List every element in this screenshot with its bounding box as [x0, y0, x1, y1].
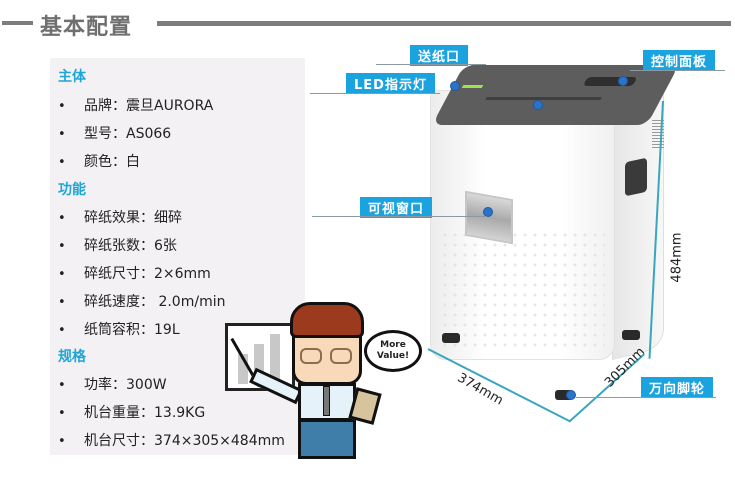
callout-view-window: 可视窗口 [360, 197, 433, 218]
caster-marker-icon [566, 390, 576, 400]
spec-bin-capacity: 纸筒容积：19L [58, 319, 180, 339]
callout-line [376, 64, 486, 65]
spec-shred-effect: 碎纸效果：细碎 [58, 207, 182, 227]
bullet-icon [58, 126, 84, 142]
bullet-icon [58, 322, 84, 338]
callout-line [310, 93, 440, 94]
callout-led: LED指示灯 [346, 73, 435, 94]
view-window-marker-icon [483, 207, 493, 217]
header-rule-left [2, 21, 33, 25]
callout-line [630, 70, 725, 71]
height-dimension-label: 484mm [669, 232, 685, 283]
spec-weight: 机台重量：13.9KG [58, 402, 205, 422]
bullet-icon [58, 210, 84, 226]
callout-line [576, 397, 716, 398]
decorative-dot-pattern [440, 230, 605, 350]
page-title: 基本配置 [40, 15, 133, 40]
callout-casters: 万向脚轮 [641, 377, 714, 398]
callout-control-panel: 控制面板 [643, 50, 716, 71]
callout-paper-feed: 送纸口 [410, 45, 469, 66]
section-title-body: 主体 [58, 69, 86, 85]
bullet-icon [58, 294, 84, 310]
caster-wheel-icon [442, 333, 460, 343]
paper-feed-marker-icon [533, 100, 543, 110]
bullet-icon [58, 433, 84, 449]
cartoon-hair [290, 302, 364, 338]
control-panel-buttons [582, 77, 638, 86]
spec-dimensions: 机台尺寸：374×305×484mm [58, 430, 285, 450]
callout-line [312, 216, 487, 217]
spec-power: 功率：300W [58, 374, 167, 394]
spec-shred-size: 碎纸尺寸：2×6mm [58, 263, 211, 283]
cartoon-legs [298, 419, 356, 459]
spec-shred-speed: 碎纸速度： 2.0m/min [58, 291, 225, 311]
spec-color: 颜色：白 [58, 151, 140, 171]
bullet-icon [58, 238, 84, 254]
bullet-icon [58, 266, 84, 282]
led-indicator-icon [461, 85, 484, 88]
led-marker-icon [450, 81, 460, 91]
product-illustration: 374mm 305mm 484mm 送纸口 LED指示灯 控制面板 可视窗口 万… [300, 30, 735, 470]
header-rule-right [157, 21, 731, 26]
cartoon-presenter: More Value! [222, 290, 432, 465]
caster-wheel-icon [622, 330, 640, 340]
bullet-icon [58, 98, 84, 114]
section-title-function: 功能 [58, 182, 86, 198]
side-handle [625, 157, 647, 197]
glasses-icon [300, 348, 356, 364]
tie-icon [323, 386, 330, 416]
bullet-icon [58, 154, 84, 170]
bullet-icon [58, 405, 84, 421]
spec-brand: 品牌：震旦AURORA [58, 95, 213, 115]
section-title-specs: 规格 [58, 349, 86, 365]
shredder-top-cover [432, 65, 679, 125]
speech-bubble: More Value! [364, 330, 422, 372]
control-panel-marker-icon [618, 76, 628, 86]
view-window [465, 190, 513, 245]
paper-feed-slot [485, 97, 602, 100]
section-header: 基本配置 [0, 0, 735, 46]
caster-wheel-icon [555, 390, 573, 400]
spec-shred-sheets: 碎纸张数：6张 [58, 235, 177, 255]
spec-model: 型号：AS066 [58, 123, 171, 143]
bullet-icon [58, 377, 84, 393]
